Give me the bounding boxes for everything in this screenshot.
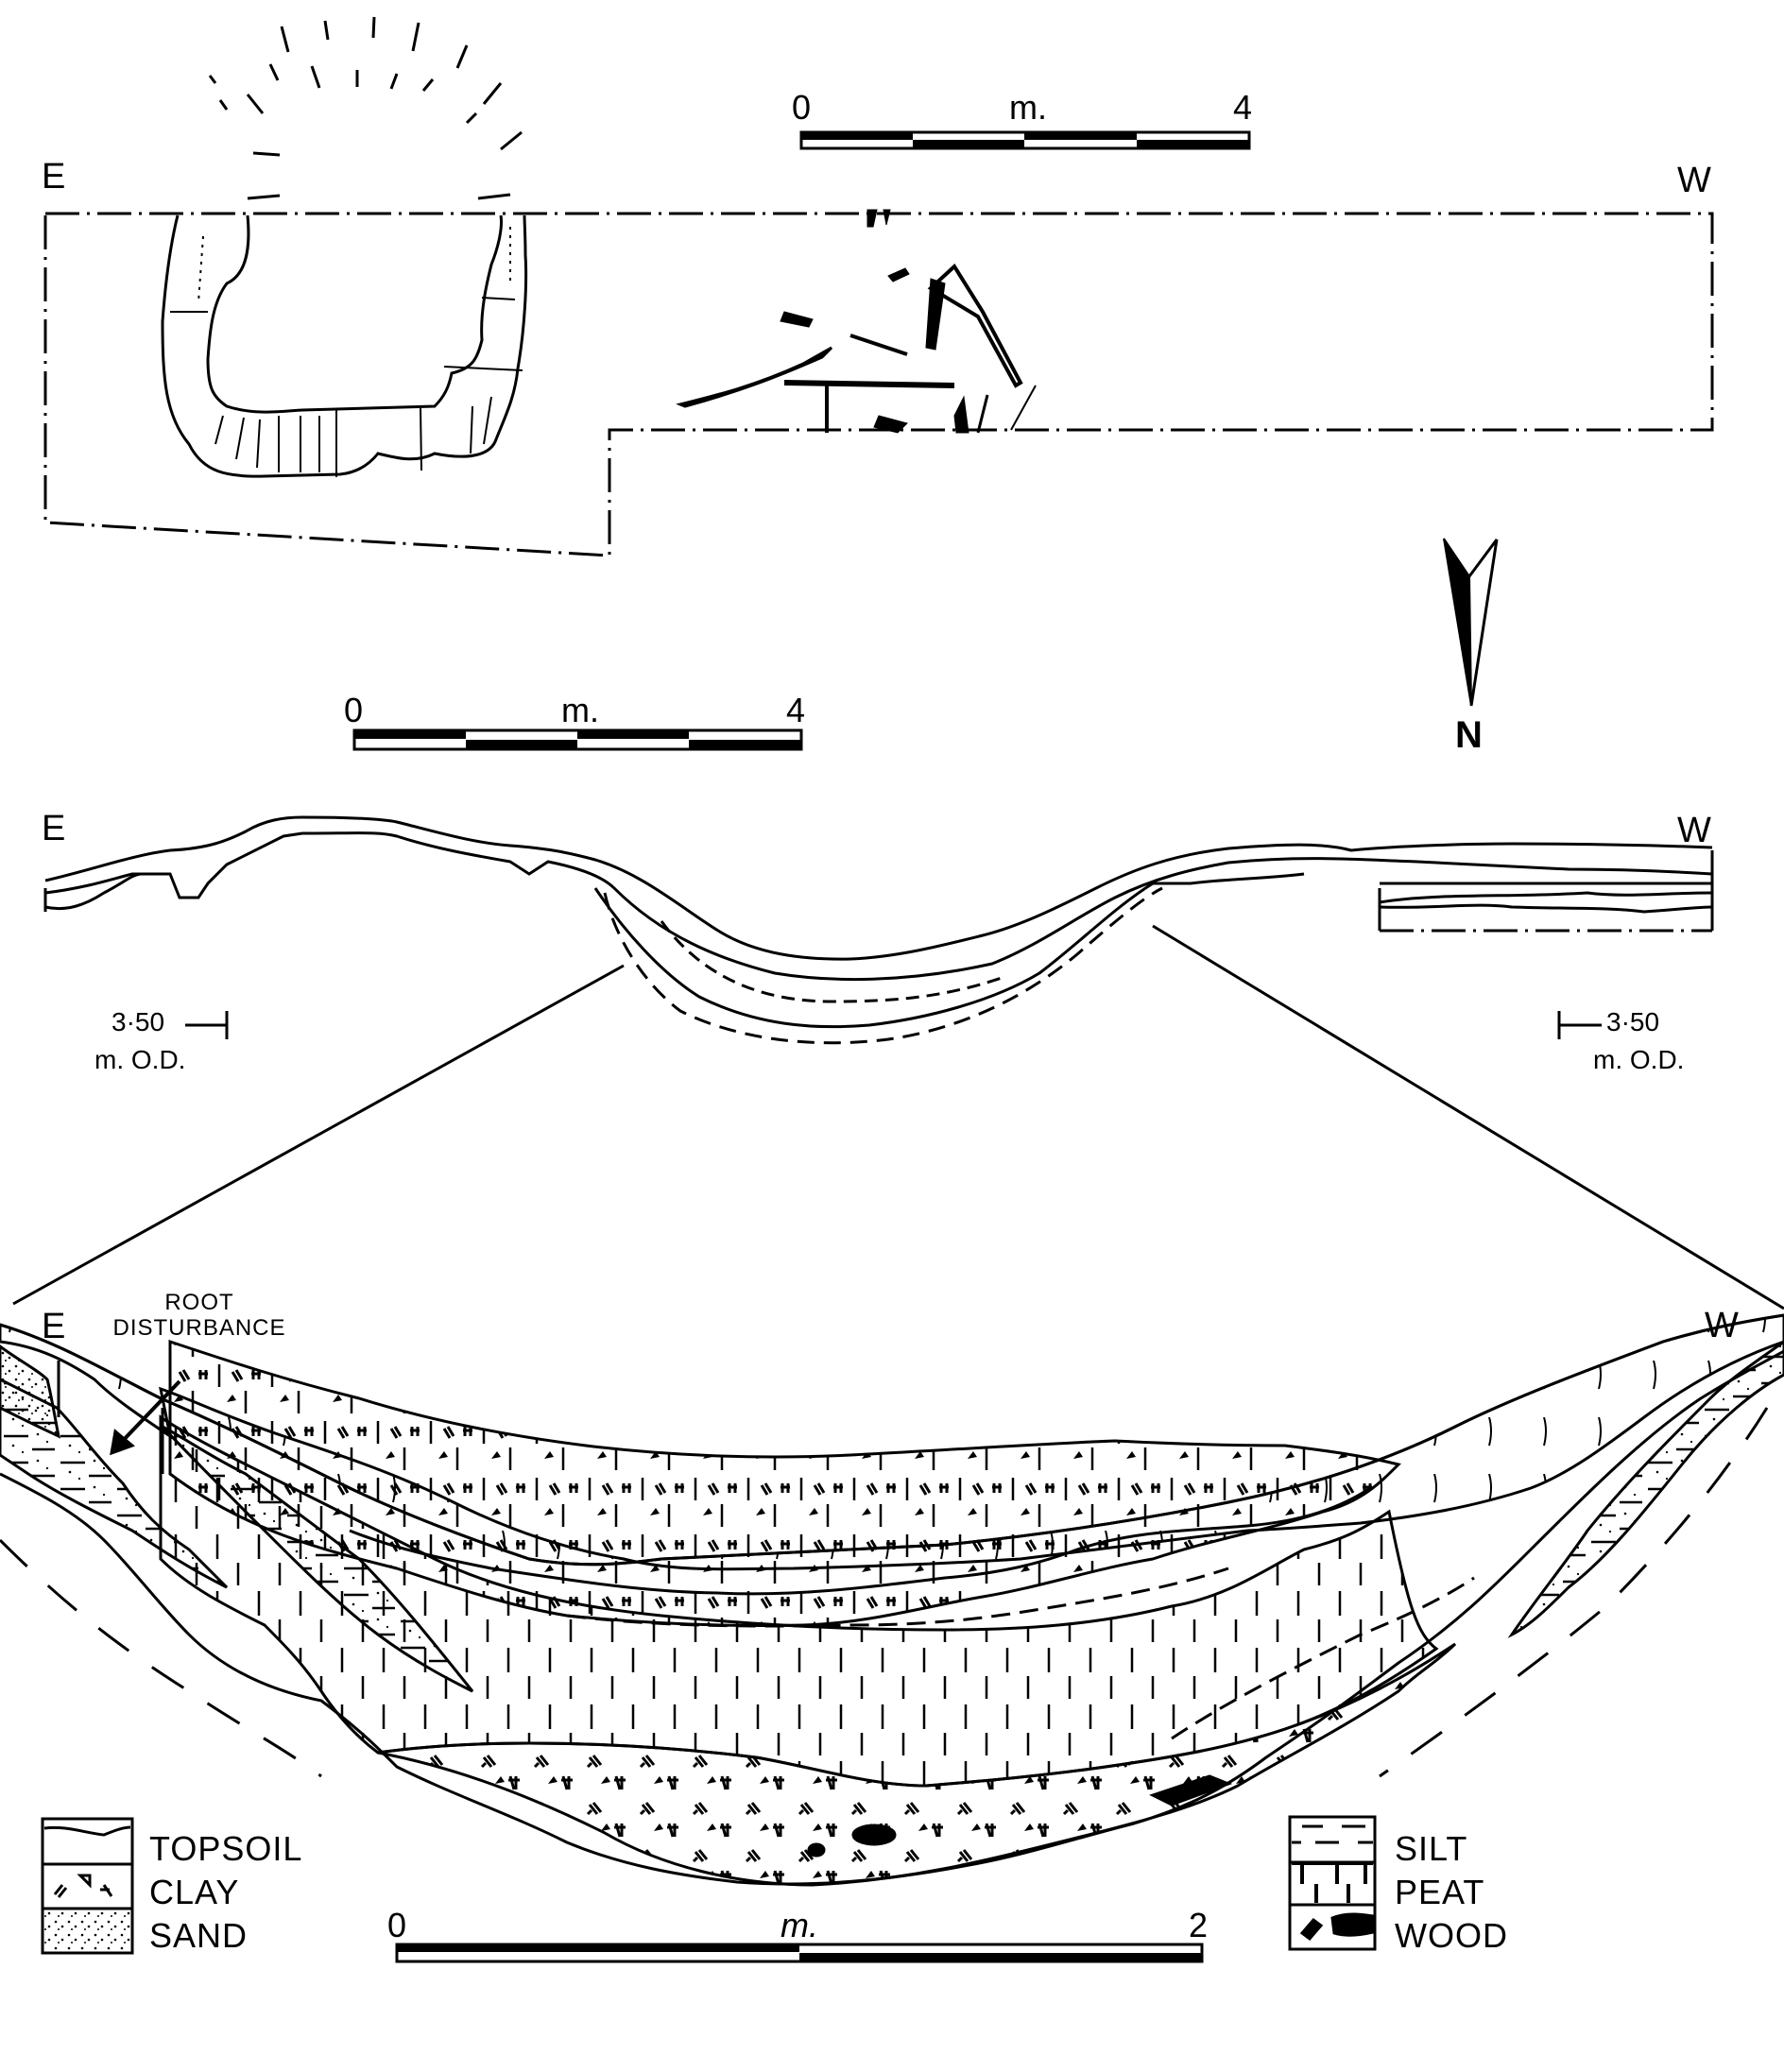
scale-bar-plan [799,130,1251,150]
trench-hatching [214,396,492,472]
datum-right-value: 3·50 [1606,1007,1660,1036]
legend-item-topsoil: TOPSOIL [149,1829,303,1868]
overview-section [12,815,1784,1310]
detail-label-west: W [1705,1306,1739,1345]
datum-left-value: 3·50 [112,1007,165,1036]
plan-label-east: E [42,157,66,197]
detail-label-east: E [42,1307,66,1346]
root-annotation-line2: DISTURBANCE [112,1314,286,1341]
section-label-east: E [42,809,66,848]
root-disturbance-annotation: ROOT DISTURBANCE [100,1290,299,1342]
plan-scale-end: 4 [1233,88,1253,127]
legend-left: TOPSOIL CLAY SAND [149,1827,302,1958]
section-scale-start: 0 [344,691,364,729]
trench-outline [161,214,528,478]
legend-swatches-right [1288,1815,1377,1951]
detail-scale-start: 0 [387,1906,407,1944]
trench-inner [206,214,503,414]
north-label: N [1455,714,1483,756]
datum-right-unit: m. O.D. [1593,1045,1685,1074]
plan-label-west: W [1677,161,1711,200]
plan-scale-unit: m. [1009,88,1047,127]
legend-item-silt: SILT [1395,1829,1468,1868]
section-label-west: W [1677,811,1711,850]
layer-silt-sand [161,1425,474,1693]
scale-bar-detail [395,1943,1204,1963]
legend-item-wood: WOOD [1395,1916,1508,1955]
layer-sand-right [1507,1340,1784,1638]
wood-debris [676,209,1037,434]
scale-bar-section [352,728,803,751]
north-arrow-icon [1443,538,1499,707]
legend-item-peat: PEAT [1395,1873,1485,1911]
detail-scale-unit: m. [780,1906,818,1944]
legend-item-sand: SAND [149,1916,249,1955]
datum-left-unit: m. O.D. [94,1045,186,1074]
plan-view [43,16,1714,557]
stake-arc [208,16,523,200]
detail-scale-end: 2 [1189,1906,1209,1944]
legend-right: SILT PEAT WOOD [1395,1827,1508,1958]
detail-section [0,1313,1784,1887]
plan-scale-start: 0 [792,88,812,127]
legend-swatches-left [41,1817,134,1955]
layer-sand-left [0,1344,61,1439]
legend-item-clay: CLAY [149,1873,240,1911]
section-scale-unit: m. [561,691,599,729]
plan-boundary [43,212,1714,557]
section-scale-end: 4 [786,691,806,729]
root-annotation-line1: ROOT [164,1290,234,1315]
